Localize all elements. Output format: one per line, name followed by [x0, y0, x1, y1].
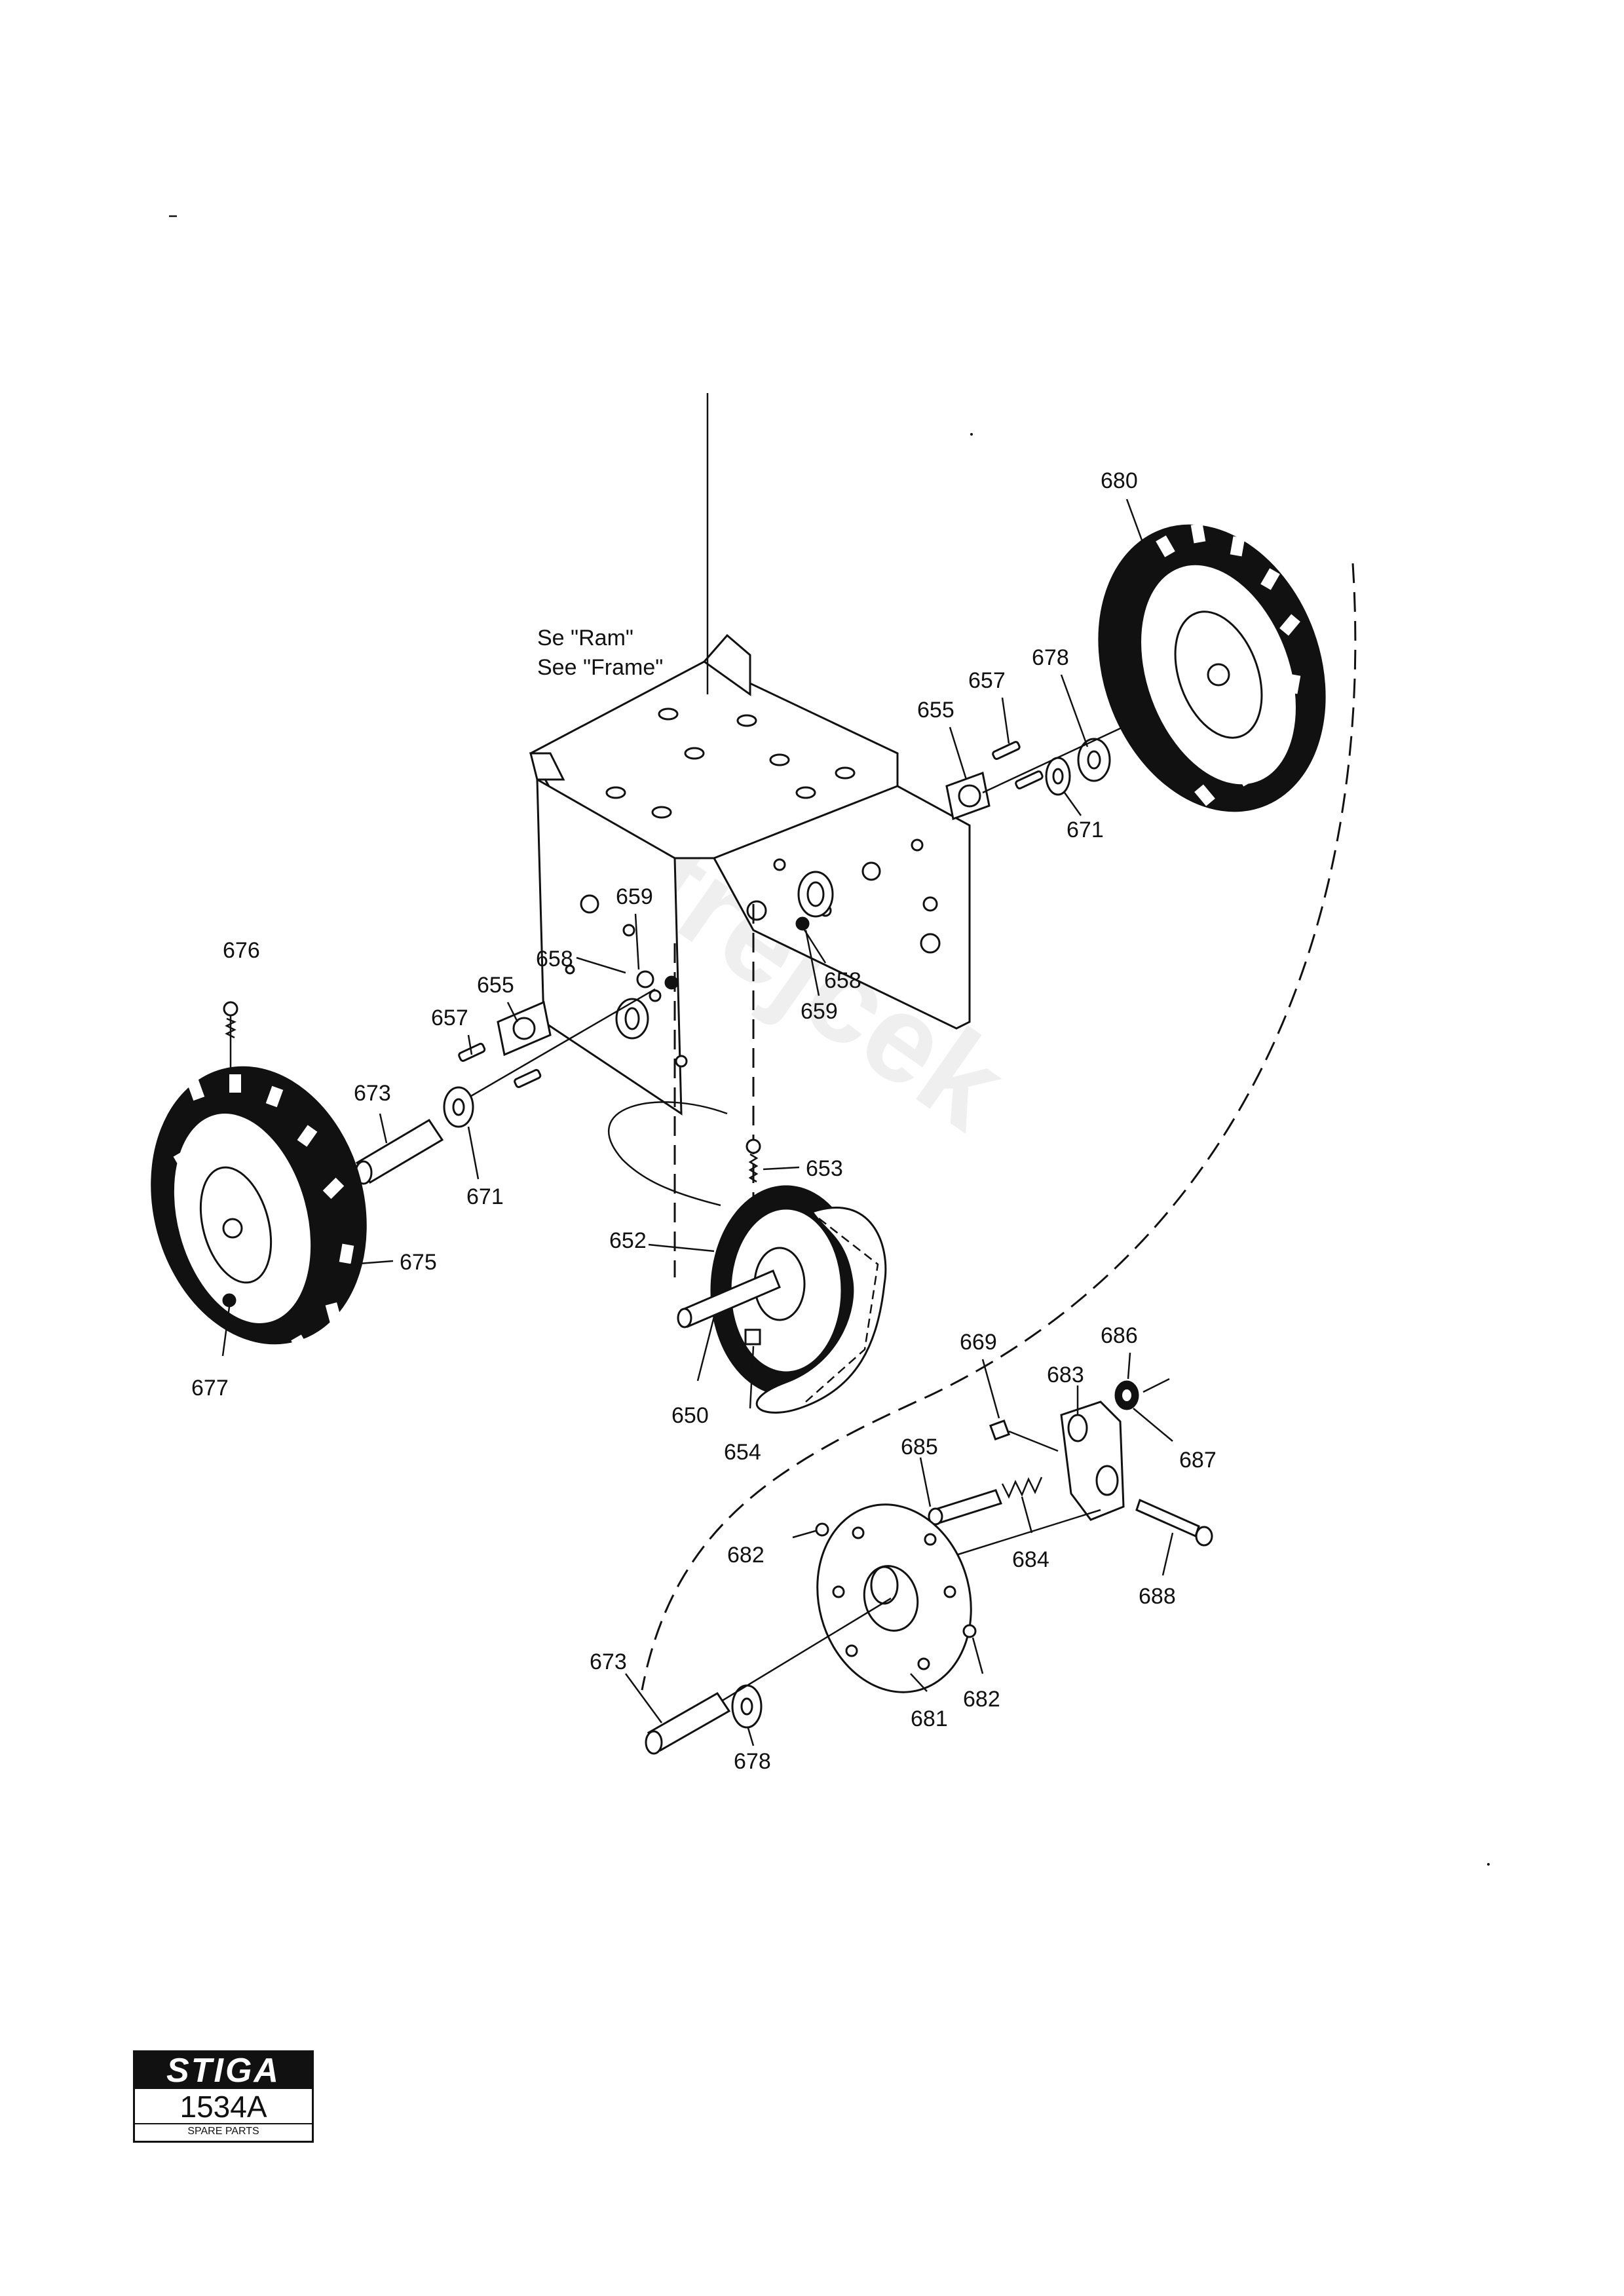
callout-678: 678: [734, 1749, 771, 1774]
wheel-right: [1098, 523, 1326, 812]
callout-653: 653: [806, 1156, 843, 1181]
axle-sleeve-bottom: [645, 1692, 731, 1755]
axis-line: [1008, 1430, 1059, 1452]
callout-682: 682: [963, 1687, 1000, 1712]
callout-669: 669: [960, 1330, 997, 1355]
callout-675: 675: [400, 1250, 437, 1275]
see-frame-note-line1: Se "Ram": [537, 626, 633, 650]
callout-671: 671: [466, 1184, 504, 1209]
callout-688: 688: [1139, 1584, 1176, 1609]
wheel-left: [151, 1066, 367, 1357]
callout-680: 680: [1101, 468, 1138, 493]
callout-659: 659: [801, 999, 838, 1024]
bolt-688: [1135, 1498, 1213, 1547]
callout-682: 682: [727, 1543, 765, 1568]
callout-659: 659: [616, 884, 653, 909]
scan-dot: [1487, 1863, 1490, 1866]
nut-682: [815, 1522, 829, 1537]
pin-685: [928, 1489, 1002, 1526]
flange-bearing-right: [945, 741, 1044, 821]
callout-657: 657: [968, 668, 1006, 693]
chain-loop: [607, 1101, 728, 1207]
callout-658: 658: [536, 947, 573, 971]
lock-washer-right: [1077, 738, 1111, 782]
callout-685: 685: [901, 1435, 938, 1459]
axis-line: [943, 1509, 1101, 1560]
stiga-logo: STIGA 1534A SPARE PARTS: [133, 2050, 314, 2143]
assembly-boundary: [641, 563, 1357, 1691]
callout-673: 673: [354, 1081, 391, 1106]
bracket-683: [1060, 1401, 1125, 1521]
bearing-frame-right: [746, 871, 834, 931]
callout-673: 673: [590, 1649, 627, 1674]
bearing-frame-left: [615, 970, 679, 1040]
callout-650: 650: [671, 1403, 709, 1428]
callout-677: 677: [191, 1376, 229, 1401]
callout-687: 687: [1179, 1448, 1217, 1473]
callout-676: 676: [223, 938, 260, 963]
shaft: [677, 1270, 781, 1328]
washer-left: [443, 1086, 474, 1128]
nut-682: [962, 1624, 977, 1638]
spare-parts-caption: SPARE PARTS: [187, 2126, 259, 2137]
bolt-653: [746, 1139, 761, 1183]
callout-684: 684: [1012, 1547, 1049, 1572]
axis-line: [451, 988, 656, 1108]
washer-right: [1045, 757, 1071, 796]
brand-name: STIGA: [135, 2052, 312, 2089]
pin-687: [1142, 1378, 1170, 1393]
nut-669: [989, 1419, 1011, 1441]
see-frame-note-line2: See "Frame": [537, 655, 663, 680]
callout-683: 683: [1047, 1363, 1084, 1387]
axle-sleeve-left: [354, 1118, 444, 1185]
flange-bearing-left: [458, 1000, 552, 1088]
scan-dot: [970, 433, 973, 436]
callout-654: 654: [724, 1440, 761, 1465]
callout-678: 678: [1032, 645, 1069, 670]
diagram-code: 1534A: [135, 2090, 312, 2124]
callout-681: 681: [911, 1706, 948, 1731]
leader-lines: [221, 393, 1174, 1746]
callout-686: 686: [1101, 1323, 1138, 1348]
drive-chain: [755, 1207, 887, 1414]
callout-655: 655: [917, 698, 954, 723]
hub-plate-681: [816, 1503, 972, 1693]
callout-655: 655: [477, 973, 514, 998]
callout-658: 658: [824, 968, 861, 993]
callout-657: 657: [431, 1006, 468, 1030]
spacer-686: [1114, 1380, 1139, 1410]
callout-numbers: 680 678 657 655 671 659 658 655 657 659 …: [191, 468, 1217, 1774]
spring-684: [1001, 1477, 1043, 1499]
nut-654: [744, 1328, 761, 1346]
callout-652: 652: [609, 1228, 647, 1253]
callout-671: 671: [1067, 818, 1104, 842]
